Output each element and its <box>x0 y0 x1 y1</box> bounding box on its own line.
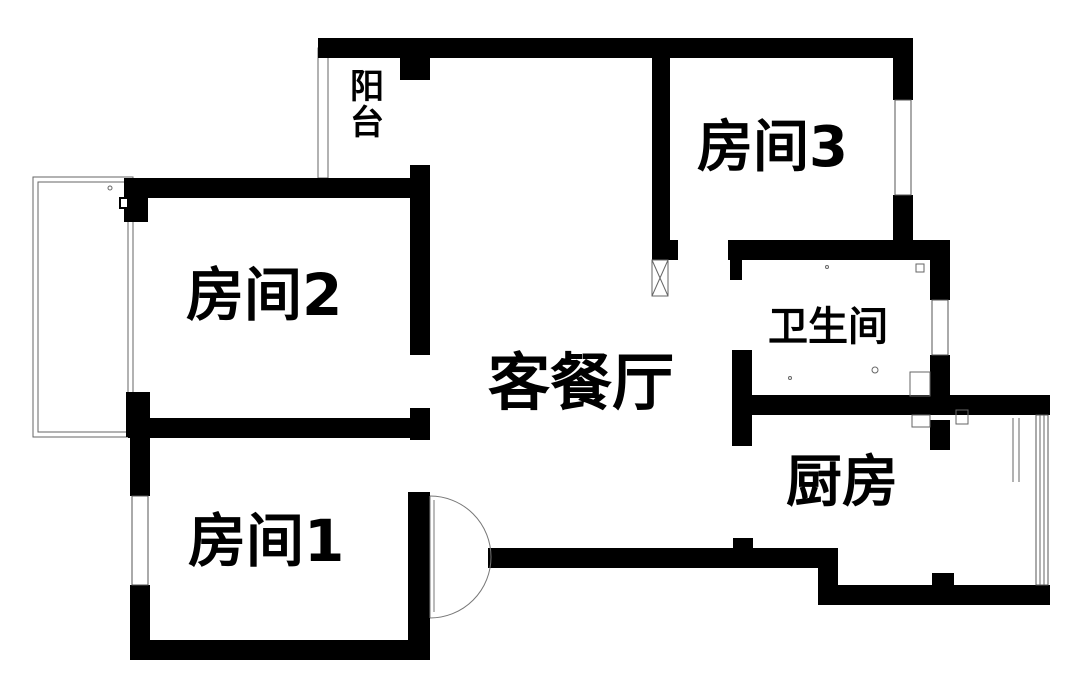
room-label-room3: 房间3 <box>697 115 848 180</box>
walls <box>124 38 1050 660</box>
room-label-room2: 房间2 <box>186 261 343 329</box>
windows <box>131 99 1049 586</box>
left-balcony-railing <box>32 176 134 438</box>
shaft <box>651 259 669 297</box>
room-label-kitchen: 厨房 <box>786 450 898 515</box>
kitchen-counter <box>909 371 1020 482</box>
entry-door <box>429 495 492 619</box>
room-label-living-dining: 客餐厅 <box>488 346 675 419</box>
bathroom-fixtures <box>788 263 925 380</box>
room-label-balcony: 阳台 <box>350 67 384 143</box>
room2-fixture <box>107 185 129 209</box>
room-label-room1: 房间1 <box>188 507 345 575</box>
room-label-bathroom: 卫生间 <box>768 304 888 350</box>
balcony-window <box>317 47 329 179</box>
